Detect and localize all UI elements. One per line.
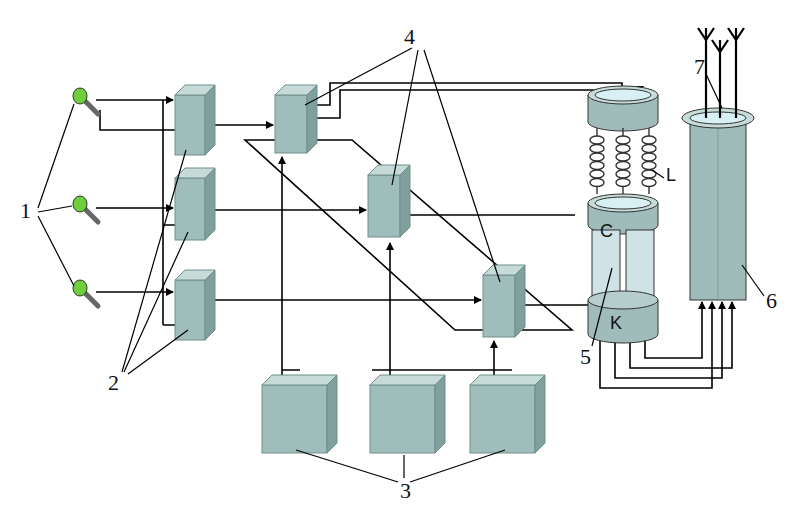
callout-number: 7 <box>694 56 705 78</box>
spring-turn <box>616 136 630 144</box>
lc-assembly <box>588 86 658 343</box>
microphones <box>73 88 98 306</box>
block-box <box>483 265 525 337</box>
spring-turn <box>590 153 604 161</box>
box-front <box>175 95 205 155</box>
part-letter: L <box>666 166 676 184</box>
spring-turn <box>616 153 630 161</box>
box-side <box>205 270 215 340</box>
box-side <box>205 85 215 155</box>
callout-number: 5 <box>580 346 591 368</box>
callout-number: 4 <box>404 26 415 48</box>
box-front <box>470 385 535 453</box>
spring-turn <box>590 170 604 178</box>
callout-number: 2 <box>108 372 119 394</box>
spring-turn <box>616 170 630 178</box>
block-box <box>470 375 545 453</box>
box-side <box>205 168 215 240</box>
box-front <box>275 95 307 153</box>
box-side <box>435 375 445 453</box>
box-front <box>483 275 515 337</box>
spring-lead <box>596 128 597 136</box>
box-front <box>175 178 205 240</box>
box-top <box>470 375 545 385</box>
spring-turn <box>642 162 656 170</box>
block-box <box>368 165 410 237</box>
block-box <box>175 270 215 340</box>
spring-turn <box>642 145 656 153</box>
spring-turn <box>590 145 604 153</box>
block-box <box>262 375 337 453</box>
callout-number: 6 <box>766 290 777 312</box>
spring-turn <box>616 162 630 170</box>
box-front <box>175 280 205 340</box>
spring-turn <box>590 179 604 187</box>
box-top <box>370 375 445 385</box>
box-side <box>515 265 525 337</box>
spring-turn <box>642 153 656 161</box>
spring-turn <box>616 179 630 187</box>
spring-lead <box>648 128 649 136</box>
part-letter: K <box>610 314 622 332</box>
box-top <box>262 375 337 385</box>
spring-turn <box>590 162 604 170</box>
block-box <box>175 168 215 240</box>
spring-turn <box>590 136 604 144</box>
antenna-column <box>682 28 754 300</box>
box-front <box>370 385 435 453</box>
box-side <box>327 375 337 453</box>
box-side <box>307 85 317 153</box>
box-front <box>262 385 327 453</box>
callout-number: 1 <box>20 200 31 222</box>
signal-wires <box>96 83 732 388</box>
block-box <box>275 85 317 153</box>
spring-turn <box>642 179 656 187</box>
leader-lines <box>38 48 764 482</box>
box-front <box>368 175 400 237</box>
spring-lead <box>622 128 623 136</box>
block-boxes <box>175 85 545 453</box>
block-box <box>370 375 445 453</box>
box-side <box>535 375 545 453</box>
spring-turn <box>616 145 630 153</box>
block-box <box>175 85 215 155</box>
callout-number: 3 <box>400 480 411 502</box>
box-side <box>400 165 410 237</box>
spring-turn <box>642 136 656 144</box>
part-letter: C <box>600 222 613 240</box>
